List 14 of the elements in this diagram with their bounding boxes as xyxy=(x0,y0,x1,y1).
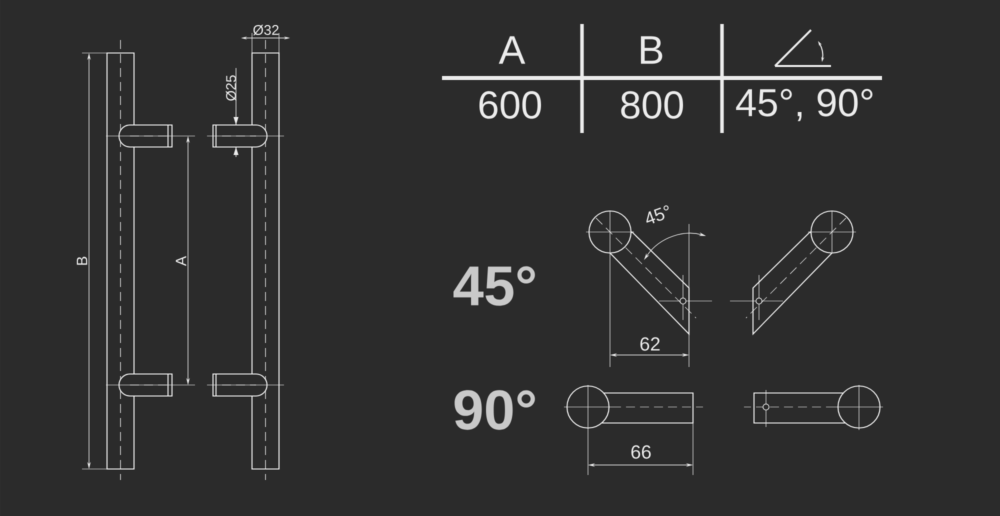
dimension-label: 62 xyxy=(640,337,660,351)
dimension-label: A xyxy=(176,256,186,266)
angle-heading: 90° xyxy=(454,390,535,430)
dimension-label: 66 xyxy=(631,445,651,459)
table-value: 45°, 90° xyxy=(736,88,872,122)
table-header: A xyxy=(498,36,526,64)
dimension-label: Ø25 xyxy=(226,75,236,101)
angle-heading: 45° xyxy=(454,266,535,306)
dimension-label: Ø32 xyxy=(253,24,279,36)
table-value: 600 xyxy=(479,91,541,119)
angle-label: 45° xyxy=(646,205,669,224)
dimension-label: B xyxy=(76,256,88,265)
table-header: B xyxy=(640,36,662,64)
table-value: 800 xyxy=(621,91,683,119)
